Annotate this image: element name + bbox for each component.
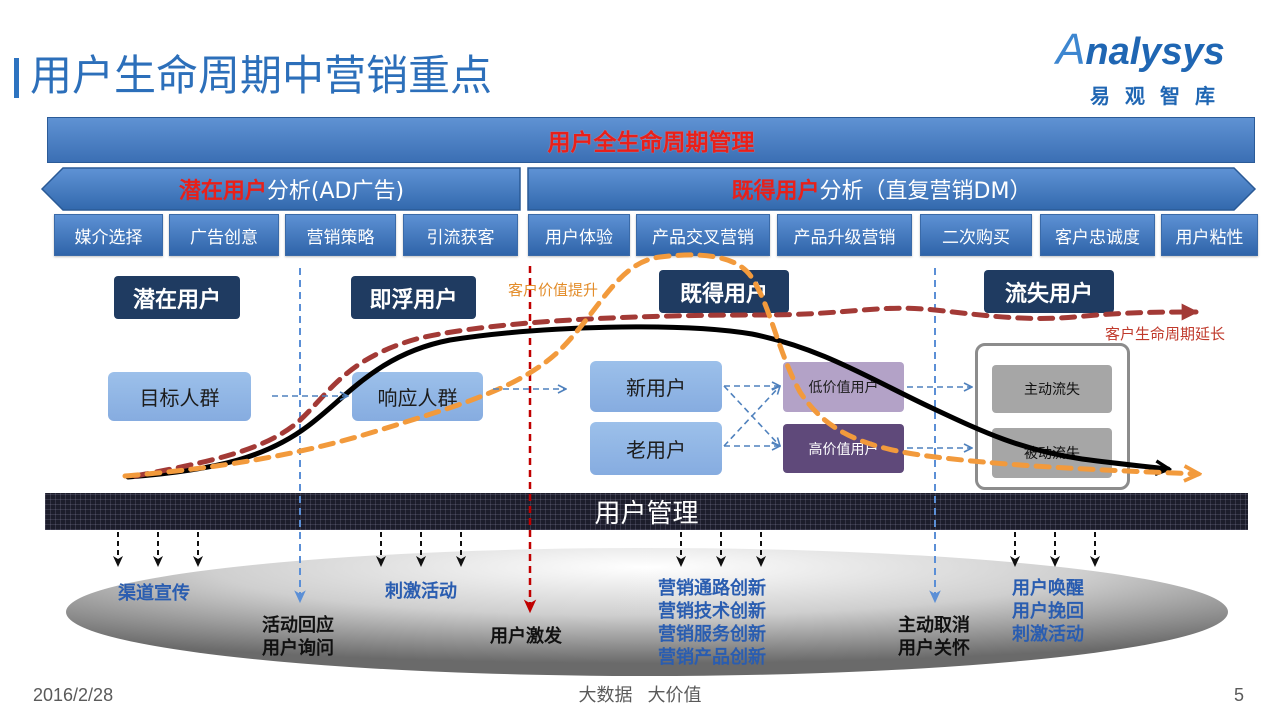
node-new-users: 新用户	[590, 361, 722, 412]
acquired-analysis-highlight: 既得用户	[731, 179, 820, 204]
activity-customer-loyalty: 客户忠诚度	[1040, 214, 1155, 256]
activity-media-selection: 媒介选择	[54, 214, 163, 256]
activity-upgrade-selling: 产品升级营销	[777, 214, 912, 256]
action-line: 活动回应	[262, 615, 334, 636]
action-line: 主动取消	[898, 615, 970, 636]
curve-label-value-growth: 客户价值提升	[508, 281, 599, 299]
activity-traffic-acquisition: 引流获客	[403, 214, 518, 256]
banner-label: 用户全生命周期管理	[547, 130, 755, 156]
analysys-logo-chinese-name: 易观智库	[1090, 84, 1230, 108]
action-base-ellipse	[66, 548, 1228, 676]
action-channel-promotion: 渠道宣传	[118, 582, 190, 605]
action-line: 刺激活动	[1012, 624, 1084, 645]
node-existing-users: 老用户	[590, 422, 722, 475]
title-accent-bar	[14, 58, 19, 98]
user-management-label: 用户管理	[594, 499, 699, 529]
activity-repeat-purchase: 二次购买	[920, 214, 1032, 256]
stage-floating-users: 即浮用户	[351, 276, 476, 319]
action-line: 用户询问	[262, 638, 334, 659]
action-line: 渠道宣传	[118, 583, 190, 604]
node-low-value-users: 低价值用户	[783, 362, 904, 412]
action-line: 营销通路创新	[658, 578, 766, 599]
acquired-analysis-rest: 分析（直复营销DM）	[819, 179, 1032, 204]
activity-ad-creative: 广告创意	[169, 214, 279, 256]
analysys-logo: Analysys	[1056, 25, 1225, 74]
footer-date: 2016/2/28	[33, 685, 114, 705]
node-response-group: 响应人群	[352, 372, 483, 421]
node-passive-churn: 被动流失	[992, 428, 1112, 478]
page-title: 用户生命周期中营销重点	[30, 51, 493, 100]
footer-slogan: 大数据 大价值	[578, 685, 702, 705]
page-number: 5	[1234, 685, 1245, 705]
acquired-analysis-label: 既得用户分析（直复营销DM）	[528, 168, 1235, 210]
action-line: 营销产品创新	[658, 647, 766, 668]
action-line: 营销技术创新	[658, 601, 766, 622]
stage-acquired-users: 既得用户	[659, 270, 789, 313]
node-high-value-users: 高价值用户	[783, 424, 904, 473]
action-line: 营销服务创新	[658, 624, 766, 645]
action-line: 用户激发	[490, 626, 562, 647]
activity-marketing-strategy: 营销策略	[285, 214, 396, 256]
action-cancel-care: 主动取消 用户关怀	[898, 614, 970, 660]
curve-label-lifecycle-extension: 客户生命周期延长	[1105, 325, 1226, 343]
prospect-analysis-rest: 分析(AD广告)	[266, 179, 405, 204]
activity-user-stickiness: 用户粘性	[1161, 214, 1258, 256]
action-user-recovery: 用户唤醒 用户挽回 刺激活动	[1012, 577, 1084, 646]
stage-potential-users: 潜在用户	[114, 276, 240, 319]
user-management-band: 用户管理	[45, 493, 1248, 530]
action-line: 用户关怀	[898, 638, 970, 659]
action-stimulus: 刺激活动	[385, 580, 457, 603]
lifecycle-management-banner: 用户全生命周期管理	[47, 117, 1255, 163]
activity-user-experience: 用户体验	[528, 214, 630, 256]
prospect-analysis-label: 潜在用户分析(AD广告)	[63, 168, 520, 210]
action-user-activation: 用户激发	[490, 625, 562, 648]
prospect-analysis-highlight: 潜在用户	[178, 179, 267, 204]
node-active-churn: 主动流失	[992, 365, 1112, 413]
action-marketing-innovation: 营销通路创新 营销技术创新 营销服务创新 营销产品创新	[658, 577, 766, 669]
action-line: 刺激活动	[385, 581, 457, 602]
stage-churned-users: 流失用户	[984, 270, 1114, 313]
action-response-inquiry: 活动回应 用户询问	[262, 614, 334, 660]
action-line: 用户挽回	[1012, 601, 1084, 622]
phase-arrows	[40, 167, 1257, 211]
prospect-analysis-arrow	[40, 167, 521, 211]
action-line: 用户唤醒	[1012, 578, 1084, 599]
node-target-group: 目标人群	[108, 372, 251, 421]
acquired-analysis-arrow	[527, 167, 1257, 211]
activity-cross-selling: 产品交叉营销	[636, 214, 770, 256]
